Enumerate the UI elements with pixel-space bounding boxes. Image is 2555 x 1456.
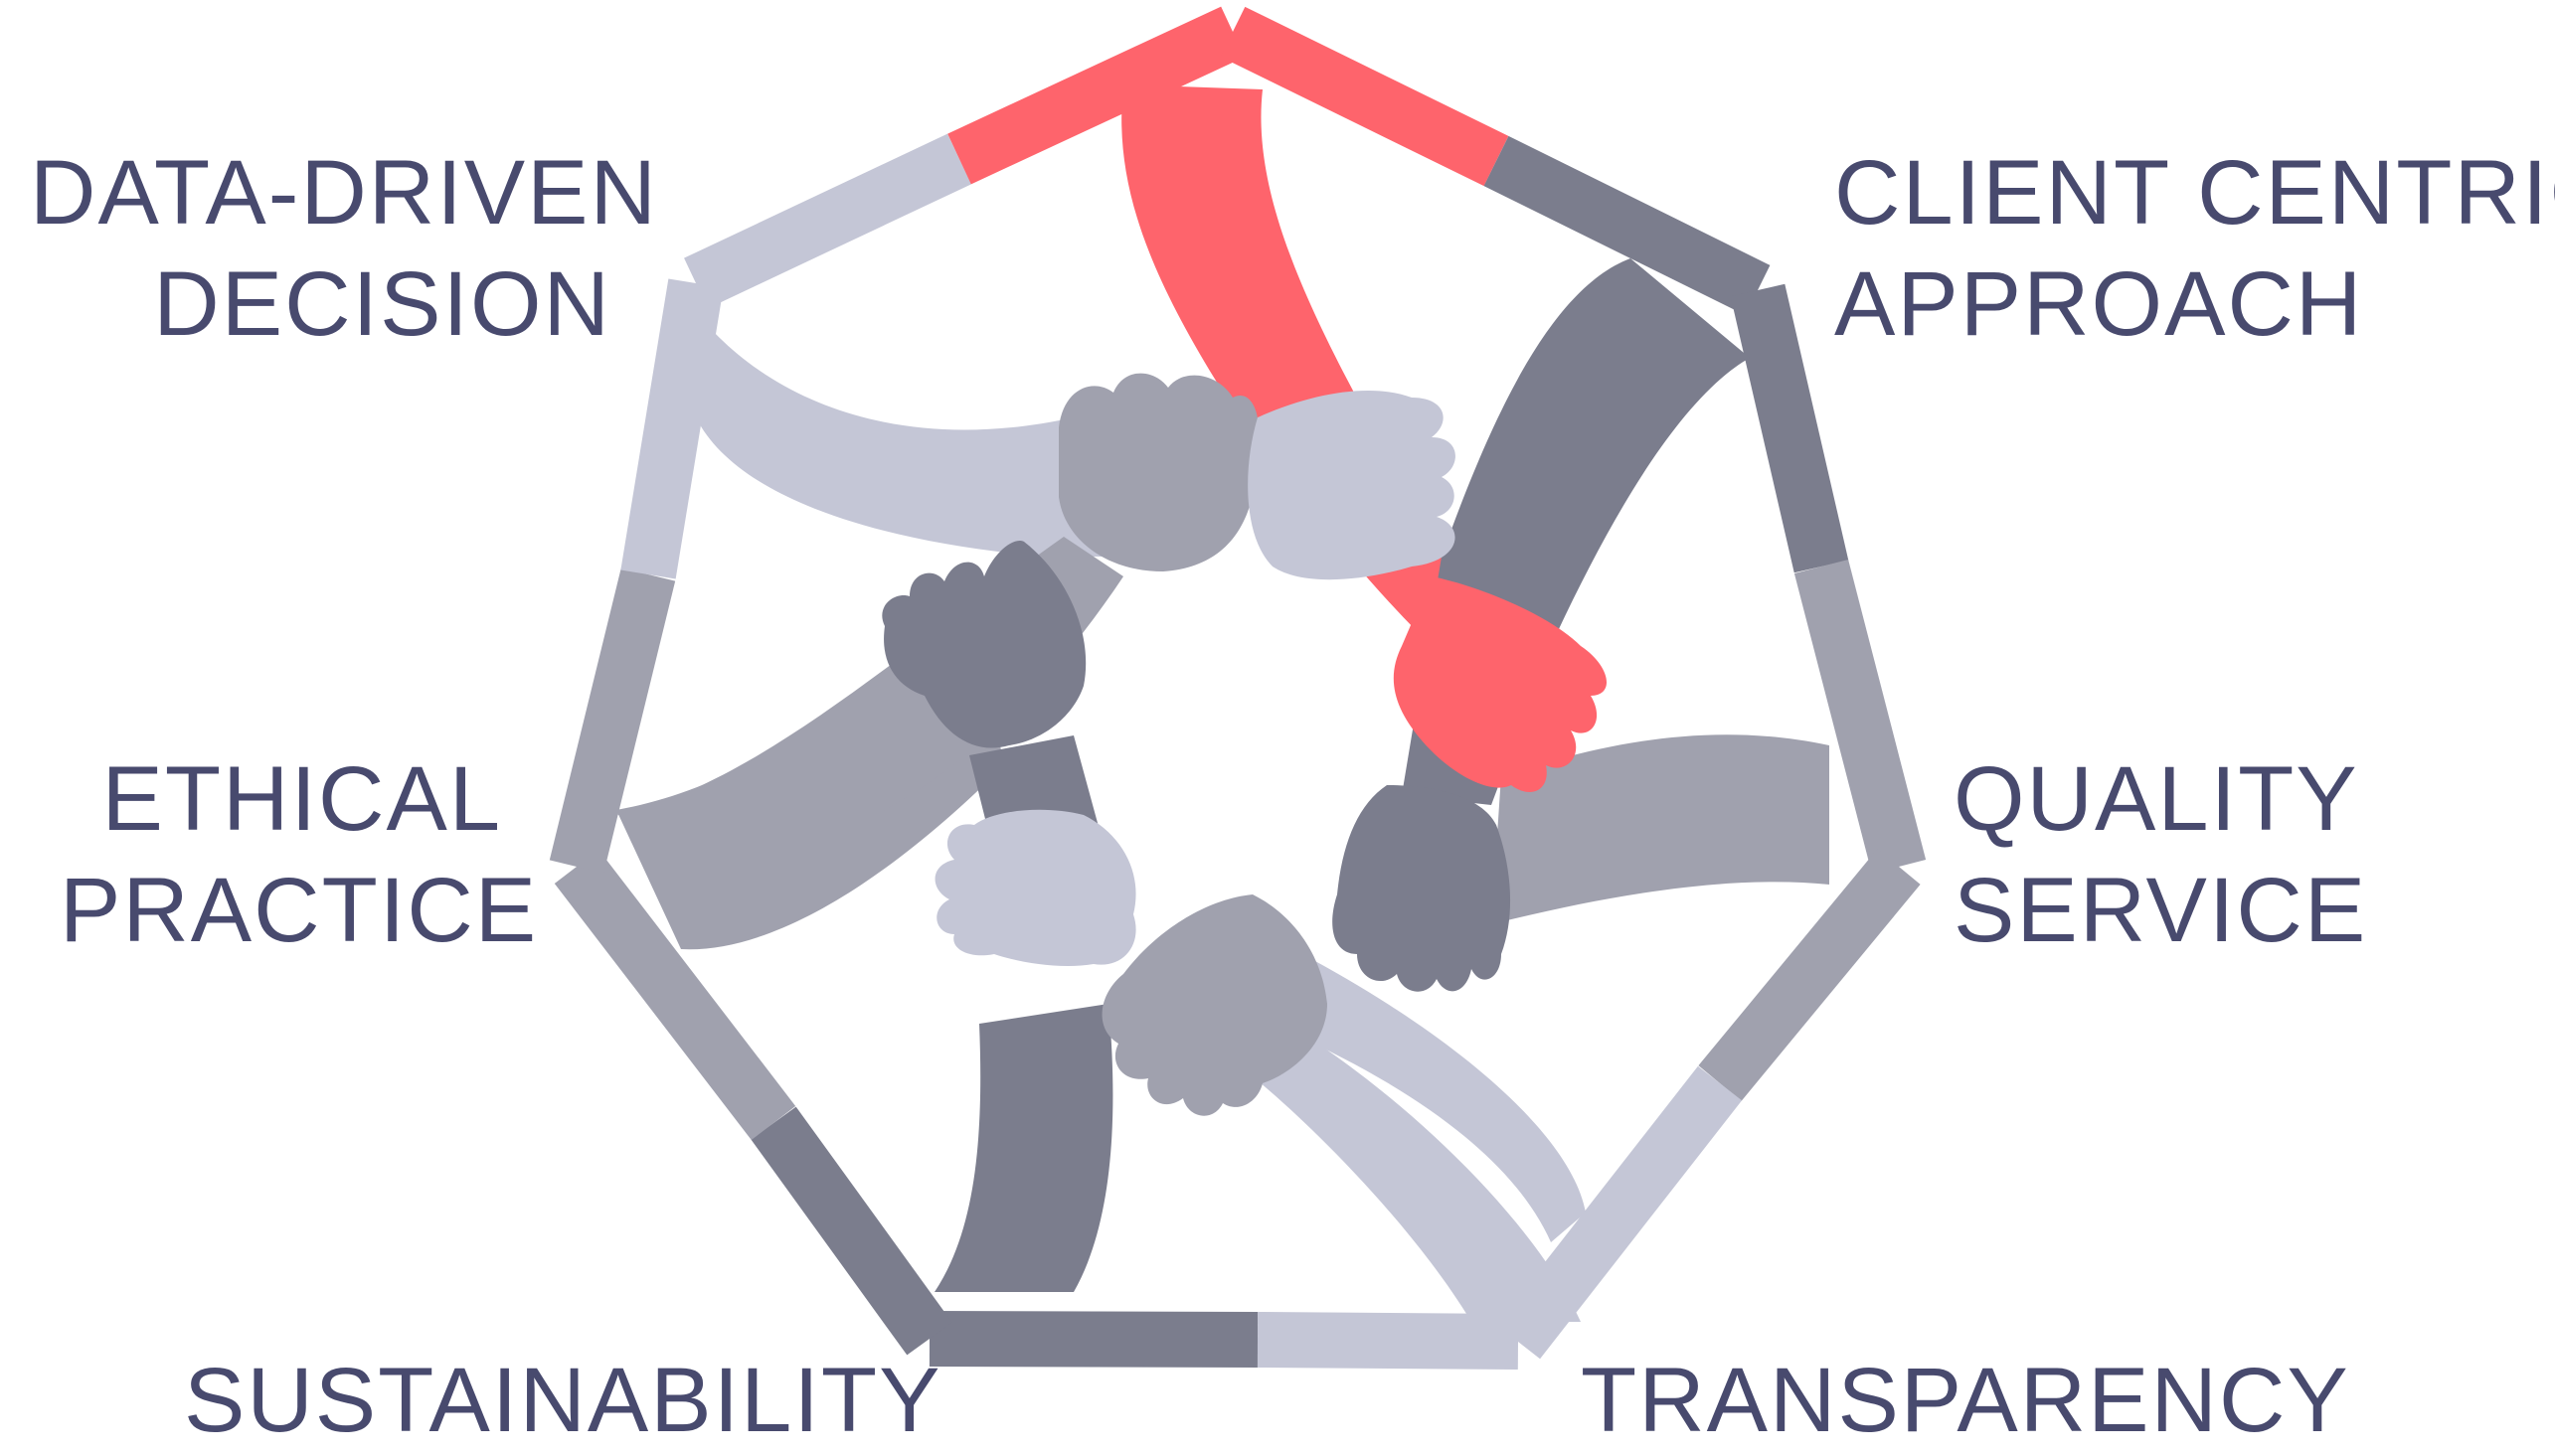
frame-segment-left-upper [620, 278, 724, 579]
value-label-line: DECISION [153, 253, 611, 355]
value-label-line: APPROACH [1834, 253, 2364, 355]
hand-dark-left [882, 541, 1087, 748]
value-label-client-centric-approach: CLIENT CENTRIC APPROACH [1834, 137, 2555, 360]
hand-dark-lower-right [1332, 785, 1511, 992]
value-label-line: SUSTAINABILITY [184, 1350, 942, 1451]
value-label-line: ETHICAL [101, 748, 502, 850]
frame-segment-left-lower [549, 567, 676, 874]
value-label-line: TRANSPARENCY [1581, 1350, 2350, 1451]
value-label-line: PRACTICE [60, 860, 539, 961]
frame-segment-bottom-right-upper [1698, 849, 1921, 1101]
value-label-transparency: TRANSPARENCY [1581, 1345, 2350, 1456]
frame-segment-top-left [684, 133, 971, 309]
value-label-ethical-practice: ETHICAL PRACTICE [60, 743, 539, 966]
frame-segment-bottom-left [929, 1311, 1259, 1368]
arm-light-bottom-right-2 [1292, 954, 1586, 1242]
hand-mid-bottom [1102, 894, 1327, 1116]
hands [882, 373, 1608, 1116]
arm-light-top-left [686, 298, 1163, 557]
frame-segment-bottom-left-lower [751, 1106, 952, 1356]
value-label-line: QUALITY [1954, 748, 2359, 850]
frame-segment-bottom-right [1257, 1312, 1519, 1370]
frame-segment-top-right-coral [1220, 6, 1509, 187]
hand-light-top-right [1248, 390, 1455, 580]
value-label-data-driven-decision: DATA-DRIVEN DECISION [30, 137, 658, 360]
value-label-sustainability: SUSTAINABILITY [184, 1345, 942, 1456]
frame-segment-right-lower [1793, 559, 1927, 875]
arm-mid-right [1491, 734, 1829, 924]
hand-coral-right [1393, 576, 1608, 793]
hand-mid-top [1059, 373, 1260, 571]
frame-segment-right-upper [1730, 283, 1849, 573]
hand-light-left [935, 809, 1136, 966]
value-label-line: CLIENT CENTRIC [1834, 142, 2555, 243]
value-label-quality-service: QUALITY SERVICE [1954, 743, 2411, 966]
value-label-line: SERVICE [1954, 860, 2368, 961]
value-label-line: DATA-DRIVEN [30, 142, 658, 243]
heptagon-frame [549, 6, 1927, 1370]
frame-segment-top-right [1483, 135, 1771, 316]
frame-segment-top-left-coral [947, 6, 1245, 185]
frame-segment-bottom-left-upper [554, 849, 796, 1141]
arm-light-bottom-right [1223, 1004, 1581, 1322]
arm-dark-bottom [935, 1004, 1113, 1292]
